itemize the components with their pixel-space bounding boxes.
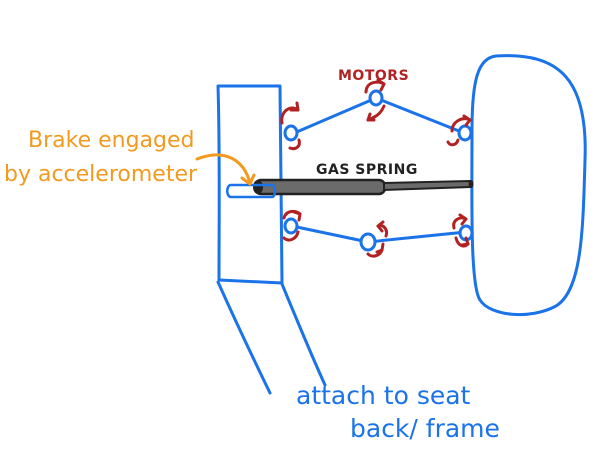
pivot-lower-left — [283, 217, 299, 235]
motor-arrow-lower-right-icon — [452, 213, 470, 248]
upper-link-right — [374, 96, 466, 135]
gas-spring — [253, 178, 474, 196]
gas-spring-end-cap — [468, 180, 474, 188]
brake-housing — [226, 183, 277, 199]
gas-spring-left-cap — [253, 180, 263, 194]
pivot-upper-middle — [368, 89, 384, 107]
attach-label-line1: attach to seat — [296, 381, 471, 410]
motors-label: MOTORS — [338, 68, 409, 84]
lower-link-right — [366, 230, 468, 244]
right-pad — [470, 54, 587, 317]
gas-spring-label: GAS SPRING — [316, 162, 418, 178]
gas-spring-rod — [383, 179, 471, 192]
brake-label-line1: Brake engaged — [28, 128, 195, 153]
mount-leg-left — [216, 280, 272, 395]
motor-arrow-lower-left-icon — [282, 209, 302, 242]
brake-pointer-arrow-icon — [195, 153, 256, 186]
mount-leg-right — [280, 282, 327, 387]
pivot-lower-middle — [359, 232, 377, 252]
motor-arrow-upper-middle-icon — [364, 78, 386, 122]
brake-label-line2: by accelerometer — [4, 162, 198, 187]
lower-link-left — [290, 224, 370, 244]
pivot-upper-right — [457, 124, 473, 142]
motor-arrow-upper-left-icon — [280, 101, 301, 151]
attach-label-line2: back/ frame — [350, 414, 500, 443]
pivot-upper-left — [283, 124, 299, 142]
upper-link-left — [290, 96, 378, 136]
motor-arrow-upper-right-icon — [446, 114, 472, 147]
motor-arrow-lower-middle-icon — [366, 220, 388, 258]
